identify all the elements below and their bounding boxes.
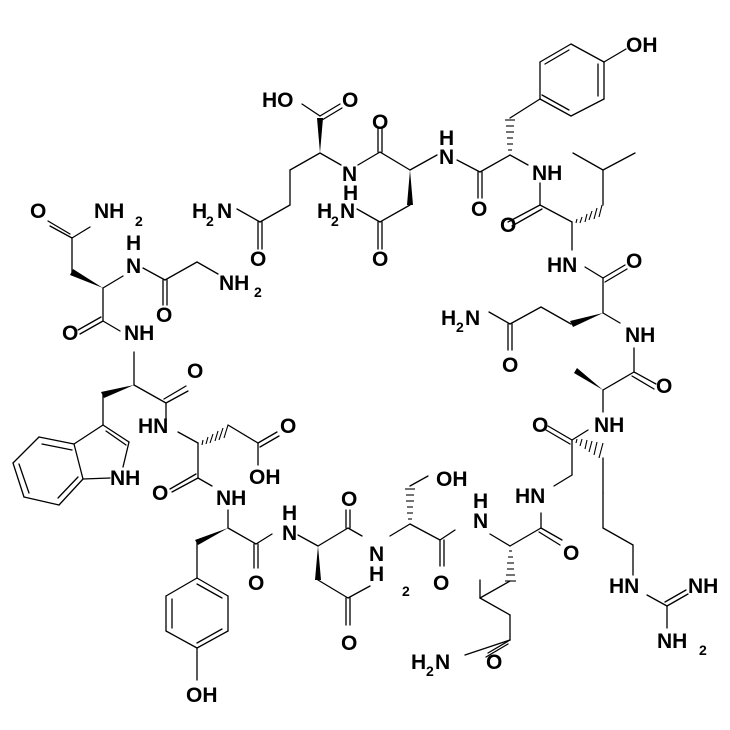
atom-label: H bbox=[343, 182, 358, 205]
atom-label: NH bbox=[532, 162, 562, 185]
atom-label: N bbox=[126, 255, 141, 278]
atom-label: H bbox=[282, 502, 297, 525]
subscript: 2 bbox=[254, 284, 262, 300]
atom-label: O bbox=[372, 111, 388, 134]
atom-label: H bbox=[473, 490, 488, 513]
atom-label: N bbox=[369, 543, 384, 566]
atom-label: O bbox=[433, 572, 449, 595]
subscript: 2 bbox=[456, 319, 464, 335]
atom-label: NH bbox=[124, 322, 154, 345]
atom-label: O bbox=[248, 572, 264, 595]
subscript-layer: 2 2 2 2 2 2 2 2 bbox=[135, 213, 707, 679]
atom-label: O bbox=[486, 651, 502, 674]
atom-label: N bbox=[435, 651, 450, 674]
atom-label: NH bbox=[216, 487, 246, 510]
hashed-bond-layer bbox=[201, 119, 604, 599]
atom-label: NH bbox=[110, 467, 140, 490]
atom-label-layer: HO O O N H H N OH NH O O HN O NH O O NH … bbox=[30, 34, 718, 707]
atom-label: O bbox=[532, 414, 548, 437]
atom-label: OH bbox=[436, 468, 468, 491]
atom-label: N bbox=[473, 510, 488, 533]
atom-label: N bbox=[465, 307, 480, 330]
atom-label: OH bbox=[249, 466, 281, 489]
atom-label: H bbox=[192, 200, 207, 223]
atom-label: H bbox=[317, 200, 332, 223]
atom-label: O bbox=[62, 322, 78, 345]
subscript: 2 bbox=[206, 213, 214, 229]
atom-label: H bbox=[126, 232, 141, 255]
atom-label: NH bbox=[94, 200, 124, 223]
atom-label: OH bbox=[626, 34, 658, 57]
atom-label: HN bbox=[547, 254, 577, 277]
atom-label: HO bbox=[262, 89, 294, 112]
atom-label: O bbox=[280, 415, 296, 438]
subscript: 2 bbox=[699, 642, 707, 658]
atom-label: O bbox=[656, 375, 672, 398]
atom-label: NH bbox=[594, 414, 624, 437]
subscript: 2 bbox=[402, 583, 410, 599]
atom-label: NH bbox=[688, 575, 718, 598]
atom-label: OH bbox=[186, 684, 218, 707]
atom-label: O bbox=[471, 198, 487, 221]
atom-label: NH bbox=[625, 324, 655, 347]
subscript: 2 bbox=[426, 663, 434, 679]
atom-label: H bbox=[369, 563, 384, 586]
atom-label: H bbox=[411, 651, 426, 674]
atom-label: HN bbox=[515, 485, 545, 508]
atom-label: HN bbox=[609, 575, 639, 598]
atom-label: N bbox=[439, 146, 454, 169]
atom-label: O bbox=[187, 360, 203, 383]
atom-label: HN bbox=[138, 415, 168, 438]
atom-label: H bbox=[439, 127, 454, 150]
atom-label: O bbox=[502, 354, 518, 377]
atom-label: N bbox=[340, 200, 355, 223]
atom-label: O bbox=[341, 488, 357, 511]
atom-label: NH bbox=[219, 272, 249, 295]
atom-label: O bbox=[250, 248, 266, 271]
atom-label: N bbox=[282, 522, 297, 545]
atom-label: H bbox=[441, 307, 456, 330]
atom-label: O bbox=[563, 542, 579, 565]
atom-label: NH bbox=[657, 630, 687, 653]
atom-label: O bbox=[342, 89, 358, 112]
atom-label: O bbox=[152, 482, 168, 505]
bond-layer bbox=[12, 43, 689, 681]
atom-label: N bbox=[217, 200, 232, 223]
atom-label: N bbox=[342, 163, 357, 186]
atom-label: O bbox=[30, 200, 46, 223]
atom-label: O bbox=[156, 304, 172, 327]
atom-label: O bbox=[372, 248, 388, 271]
atom-label: O bbox=[341, 632, 357, 655]
atom-label: O bbox=[500, 214, 516, 237]
subscript: 2 bbox=[331, 213, 339, 229]
atom-label: O bbox=[626, 250, 642, 273]
subscript: 2 bbox=[135, 213, 143, 229]
